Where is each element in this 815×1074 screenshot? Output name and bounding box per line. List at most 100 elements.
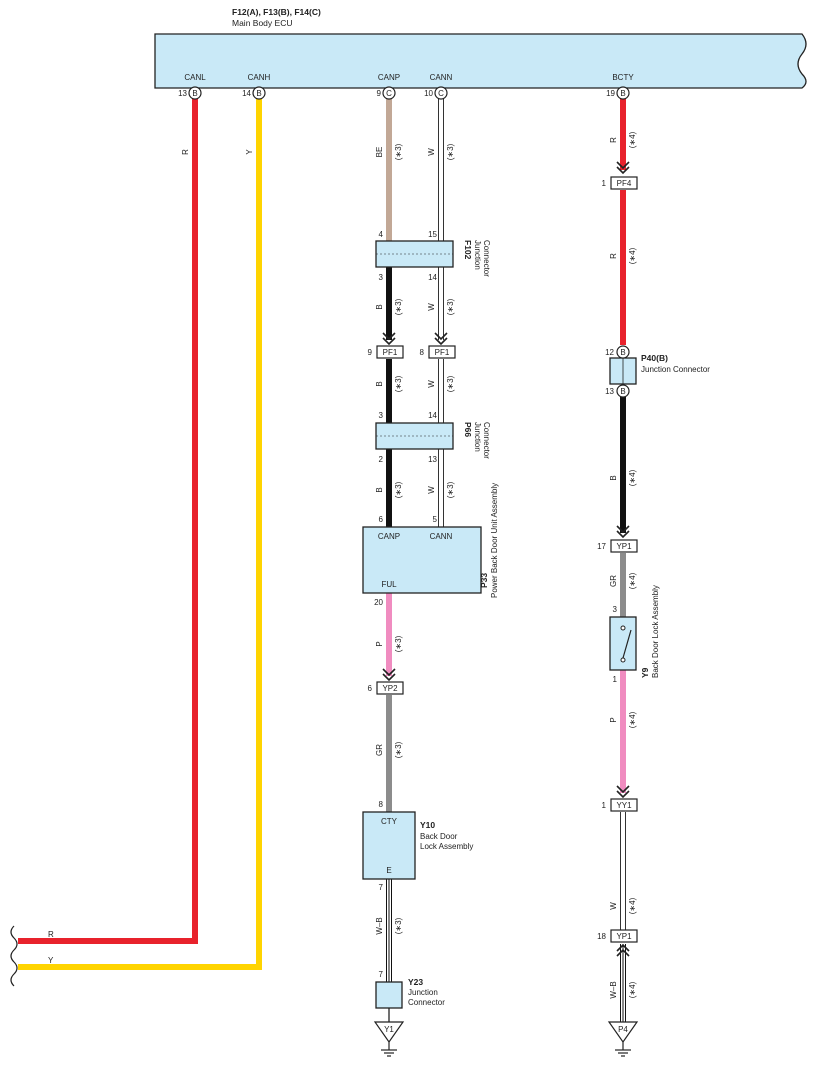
svg-text:18: 18 (597, 932, 606, 941)
terminal-circle-bcty: B (616, 86, 630, 100)
ground-y1: Y1 (373, 1021, 405, 1057)
svg-text:(∗3): (∗3) (446, 143, 455, 160)
svg-text:Power Back Door Unit Assembly: Power Back Door Unit Assembly (490, 483, 499, 598)
svg-text:PF1: PF1 (383, 348, 398, 357)
terminal-canp-label: CANP (378, 73, 400, 82)
svg-text:(∗3): (∗3) (394, 143, 403, 160)
ecu-connectors-label: F12(A), F13(B), F14(C) (232, 7, 321, 17)
pin-14: 14 (242, 89, 251, 98)
y9-id: Y9 (640, 667, 650, 678)
svg-text:(∗4): (∗4) (628, 247, 637, 264)
svg-text:Connector: Connector (482, 240, 491, 277)
svg-text:C: C (438, 89, 444, 98)
terminal-bcty-label: BCTY (612, 73, 634, 82)
svg-text:YP1: YP1 (616, 932, 632, 941)
svg-text:3: 3 (379, 411, 384, 420)
p66-id: P66 (463, 422, 473, 437)
svg-text:8: 8 (420, 348, 425, 357)
svg-text:YP2: YP2 (382, 684, 398, 693)
svg-text:B: B (375, 381, 384, 386)
svg-text:B: B (620, 387, 625, 396)
yy1-connector: YY1 1 (602, 785, 638, 812)
svg-text:5: 5 (433, 515, 438, 524)
svg-text:15: 15 (428, 230, 437, 239)
svg-text:Connector: Connector (408, 998, 445, 1007)
svg-text:Junction: Junction (408, 988, 438, 997)
svg-text:Junction: Junction (473, 422, 482, 452)
svg-text:P4: P4 (618, 1025, 628, 1034)
svg-text:Junction: Junction (473, 240, 482, 270)
svg-text:6: 6 (379, 515, 384, 524)
svg-text:14: 14 (428, 273, 437, 282)
svg-text:Back Door: Back Door (420, 832, 458, 841)
svg-text:W: W (427, 148, 436, 156)
svg-text:PF1: PF1 (435, 348, 450, 357)
y23-id: Y23 (408, 977, 423, 987)
pin-10: 10 (424, 89, 433, 98)
svg-text:12: 12 (605, 348, 614, 357)
y10-id: Y10 (420, 820, 435, 830)
svg-text:C: C (386, 89, 392, 98)
svg-text:PF4: PF4 (617, 179, 632, 188)
svg-text:(∗4): (∗4) (628, 572, 637, 589)
wire-r-canl (18, 98, 198, 944)
svg-text:GR: GR (609, 575, 618, 587)
svg-text:1: 1 (602, 179, 607, 188)
svg-text:CANN: CANN (430, 532, 453, 541)
pin-13: 13 (178, 89, 187, 98)
terminal-circle-cann: C (434, 86, 448, 100)
pf4-connector: PF4 1 (602, 161, 638, 190)
p66-junction-connector: 3 14 2 13 P66 Junction Connector (375, 411, 491, 464)
svg-text:1: 1 (613, 675, 618, 684)
svg-text:(∗4): (∗4) (628, 981, 637, 998)
svg-text:B: B (620, 89, 625, 98)
svg-text:7: 7 (379, 970, 384, 979)
wire-label-r-canl: R (181, 149, 190, 155)
wire-color-labels: R Y BE (∗3) W (∗3) B (∗3) W (∗3) B (∗3) … (181, 131, 637, 998)
svg-text:(∗4): (∗4) (628, 897, 637, 914)
terminal-circles: B B C C B (188, 86, 630, 100)
svg-text:20: 20 (374, 598, 383, 607)
svg-text:W–B: W–B (609, 981, 618, 998)
svg-text:GR: GR (375, 744, 384, 756)
svg-text:B: B (375, 304, 384, 309)
p40-id: P40(B) (641, 353, 668, 363)
svg-text:(∗4): (∗4) (628, 469, 637, 486)
svg-text:3: 3 (613, 605, 618, 614)
svg-text:(∗3): (∗3) (394, 375, 403, 392)
svg-text:1: 1 (602, 801, 607, 810)
svg-text:2: 2 (379, 455, 384, 464)
svg-text:W: W (427, 380, 436, 388)
svg-text:9: 9 (368, 348, 373, 357)
svg-text:R: R (609, 137, 618, 143)
svg-text:14: 14 (428, 411, 437, 420)
svg-text:(∗4): (∗4) (628, 131, 637, 148)
p40-junction-connector: B B 12 13 P40(B) Junction Connector (605, 345, 710, 398)
f102-id: F102 (463, 240, 473, 260)
svg-text:E: E (386, 866, 391, 875)
yp1-connector-lower: YP1 18 (597, 929, 638, 957)
y10-back-door-lock: CTY E 8 7 Y10 Back Door Lock Assembly (362, 800, 473, 892)
svg-text:Connector: Connector (482, 422, 491, 459)
ecu-name-label: Main Body ECU (232, 18, 292, 28)
terminal-canl-label: CANL (184, 73, 206, 82)
svg-text:W: W (427, 486, 436, 494)
terminal-cann-label: CANN (430, 73, 453, 82)
svg-text:B: B (620, 348, 625, 357)
wire-label-y-canh: Y (245, 149, 254, 155)
svg-text:R: R (609, 253, 618, 259)
svg-text:Junction Connector: Junction Connector (641, 365, 710, 374)
ground-p4: P4 (607, 1021, 639, 1057)
main-body-ecu: F12(A), F13(B), F14(C) Main Body ECU (154, 7, 807, 89)
svg-text:B: B (375, 487, 384, 492)
svg-text:(∗3): (∗3) (394, 635, 403, 652)
pin-19: 19 (606, 89, 615, 98)
terminal-canh-label: CANH (248, 73, 271, 82)
inline-connectors: PF4 1 PF1 9 PF1 8 YP1 17 YP2 6 (368, 161, 638, 957)
svg-text:(∗3): (∗3) (394, 917, 403, 934)
yp1-connector-upper: YP1 17 (597, 525, 638, 553)
continuation-breaks: R Y (10, 925, 54, 987)
terminal-circle-canp: C (382, 86, 396, 100)
wire-y-canh (18, 98, 262, 970)
